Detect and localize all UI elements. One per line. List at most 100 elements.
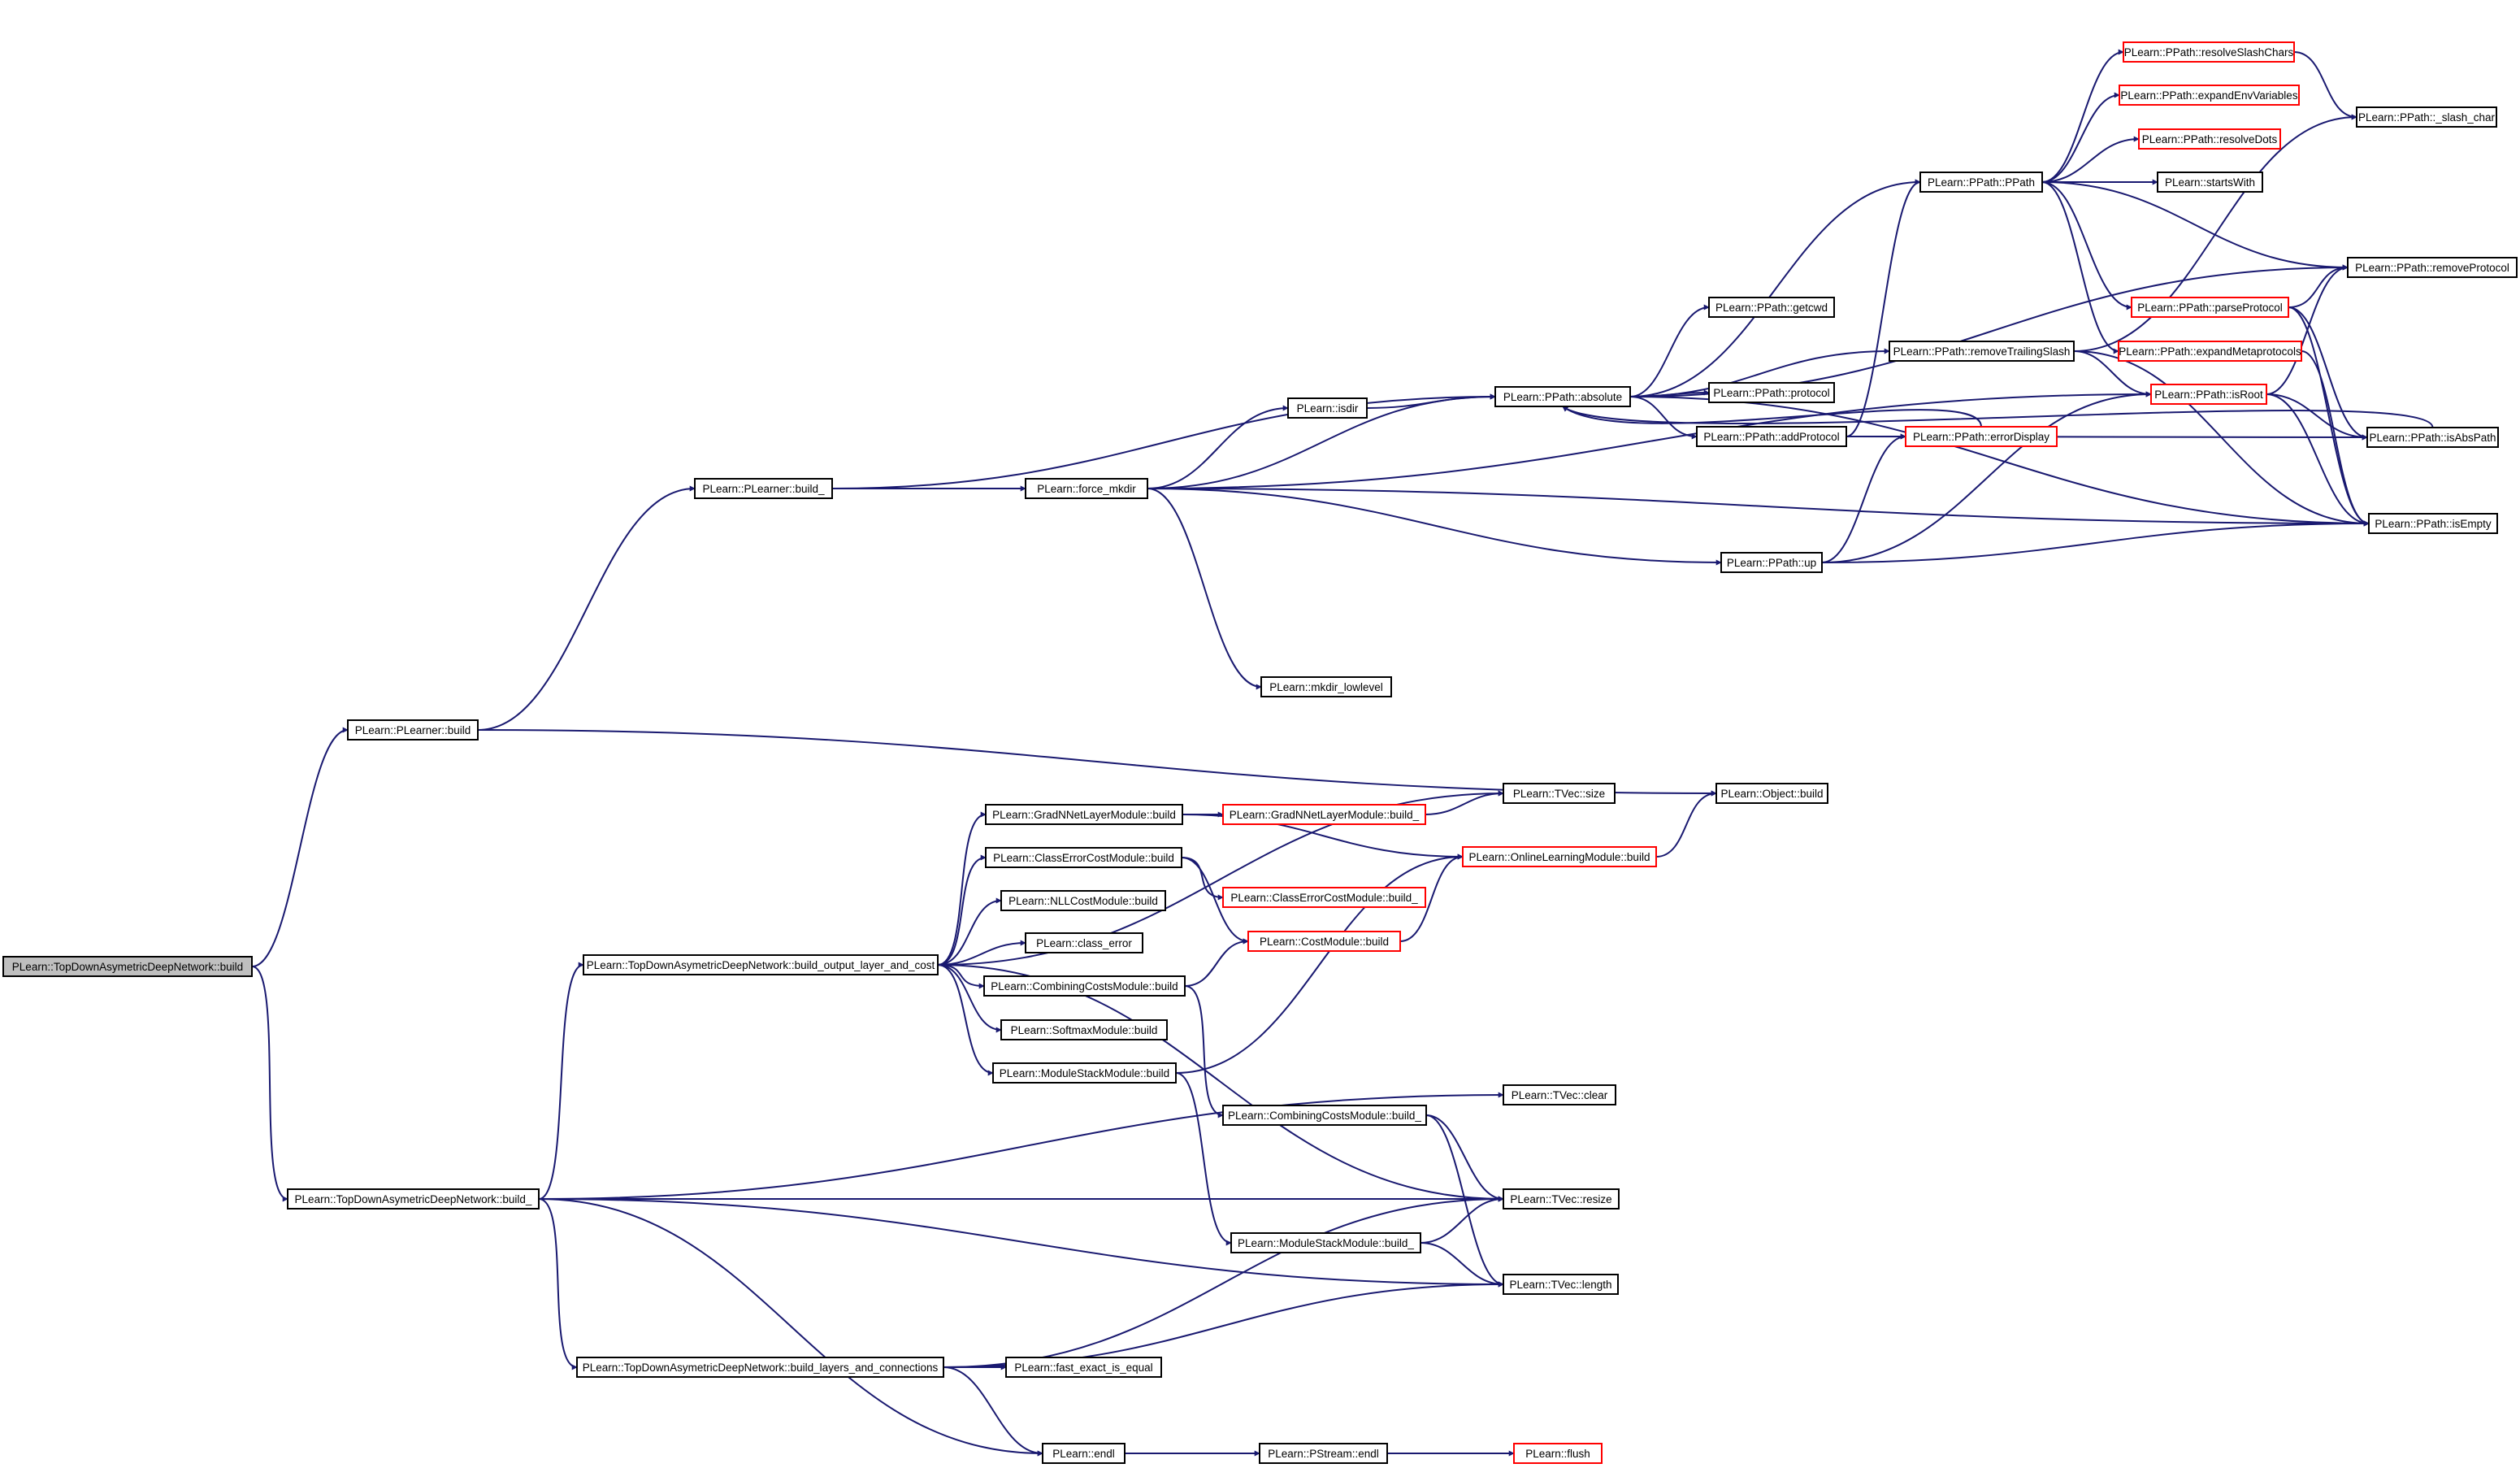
node-label: PLearn::ClassErrorCostModule::build_: [1230, 892, 1418, 904]
node-box: [1715, 783, 1828, 804]
node-box: [2118, 341, 2302, 362]
node-box: [1503, 783, 1616, 804]
node-plearn-ppath-ppath[interactable]: PLearn::PPath::PPath: [1919, 172, 2043, 193]
node-plearn-topdownasymetricdeepnetwork-build-output-layer-and-cost[interactable]: PLearn::TopDownAsymetricDeepNetwork::bui…: [583, 954, 939, 975]
edge-absolute-to-addprotocol: [1629, 396, 1698, 440]
node-plearn-ppath-up[interactable]: PLearn::PPath::up: [1720, 552, 1823, 573]
edge-combining_build_-to-tvec_resize: [1425, 1114, 1504, 1202]
edge-absolute-to-isempty: [1629, 396, 2370, 527]
node-plearn-topdownasymetricdeepnetwork-build-layers-and-connections[interactable]: PLearn::TopDownAsymetricDeepNetwork::bui…: [576, 1357, 944, 1378]
node-plearn-tvec-size[interactable]: PLearn::TVec::size: [1503, 783, 1616, 804]
node-plearn-topdownasymetricdeepnetwork-build[interactable]: PLearn::TopDownAsymetricDeepNetwork::bui…: [287, 1188, 540, 1210]
node-plearn-fast-exact-is-equal[interactable]: PLearn::fast_exact_is_equal: [1005, 1357, 1162, 1378]
node-plearn-ppath-removeprotocol[interactable]: PLearn::PPath::removeProtocol: [2347, 257, 2518, 278]
edge-modulestack_build_-to-tvec_length: [1420, 1242, 1504, 1288]
node-label: PLearn::force_mkdir: [1037, 483, 1136, 495]
node-plearn-ppath-resolveslashchars[interactable]: PLearn::PPath::resolveSlashChars: [2123, 41, 2295, 63]
edge-force_mkdir-to-isdir: [1147, 405, 1289, 489]
node-plearn-ppath-isempty[interactable]: PLearn::PPath::isEmpty: [2368, 513, 2498, 534]
node-label: PLearn::CombiningCostsModule::build_: [1228, 1110, 1421, 1122]
node-box: [1042, 1443, 1126, 1464]
node-box: [1494, 386, 1631, 407]
node-plearn-plearner-build[interactable]: PLearn::PLearner::build: [347, 719, 479, 741]
node-plearn-gradnnetlayermodule-build[interactable]: PLearn::GradNNetLayerModule::build_: [1222, 804, 1426, 825]
node-plearn-class-error[interactable]: PLearn::class_error: [1025, 932, 1143, 953]
edge-ppath-to-expandenvvariables: [2041, 92, 2120, 183]
node-plearn-ppath-slash-char[interactable]: PLearn::PPath::_slash_char: [2356, 106, 2497, 128]
node-plearn-ppath-isabspath[interactable]: PLearn::PPath::isAbsPath: [2366, 427, 2499, 448]
node-plearn-costmodule-build[interactable]: PLearn::CostModule::build: [1247, 931, 1401, 952]
node-label: PLearn::class_error: [1036, 937, 1132, 949]
node-box: [1260, 676, 1392, 697]
node-plearn-nllcostmodule-build[interactable]: PLearn::NLLCostModule::build: [1000, 890, 1166, 911]
node-label: PLearn::ModuleStackModule::build_: [1238, 1237, 1414, 1249]
node-plearn-gradnnetlayermodule-build[interactable]: PLearn::GradNNetLayerModule::build: [985, 804, 1183, 825]
node-plearn-ppath-getcwd[interactable]: PLearn::PPath::getcwd: [1708, 297, 1835, 318]
node-label: PLearn::startsWith: [2165, 176, 2255, 189]
node-box: [287, 1188, 540, 1210]
node-plearn-ppath-addprotocol[interactable]: PLearn::PPath::addProtocol: [1696, 426, 1847, 447]
node-plearn-onlinelearningmodule-build[interactable]: PLearn::OnlineLearningModule::build: [1462, 846, 1657, 867]
node-plearn-startswith[interactable]: PLearn::startsWith: [2157, 172, 2263, 193]
node-box: [992, 1062, 1177, 1084]
node-label: PLearn::TVec::size: [1513, 788, 1605, 800]
node-label: PLearn::TVec::resize: [1510, 1193, 1611, 1205]
node-box: [985, 804, 1183, 825]
edge-root-to-tdadn_build_: [251, 966, 288, 1202]
node-plearn-ppath-isroot[interactable]: PLearn::PPath::isRoot: [2150, 384, 2267, 405]
edge-ppath_up-to-errordisplay: [1821, 433, 1906, 563]
node-box: [2123, 41, 2295, 63]
node-plearn-pstream-endl[interactable]: PLearn::PStream::endl: [1259, 1443, 1388, 1464]
node-plearn-topdownasymetricdeepnetwork-build[interactable]: PLearn::TopDownAsymetricDeepNetwork::bui…: [2, 956, 253, 977]
node-plearn-object-build[interactable]: PLearn::Object::build: [1715, 783, 1828, 804]
node-label: PLearn::PPath::expandMetaprotocols: [2119, 345, 2301, 358]
node-plearn-ppath-errordisplay[interactable]: PLearn::PPath::errorDisplay: [1905, 426, 2058, 447]
node-box: [694, 478, 833, 499]
node-plearn-modulestackmodule-build[interactable]: PLearn::ModuleStackModule::build_: [1230, 1232, 1421, 1253]
node-box: [1708, 382, 1835, 403]
edge-build_output-to-tvec_size: [937, 790, 1504, 966]
node-label: PLearn::mkdir_lowlevel: [1269, 681, 1383, 693]
node-label: PLearn::PPath::parseProtocol: [2137, 302, 2283, 314]
edge-online_build-to-object_build: [1655, 790, 1717, 858]
node-plearn-ppath-resolvedots[interactable]: PLearn::PPath::resolveDots: [2138, 128, 2281, 150]
node-plearn-classerrorcostmodule-build[interactable]: PLearn::ClassErrorCostModule::build_: [1222, 887, 1426, 908]
node-plearn-ppath-protocol[interactable]: PLearn::PPath::protocol: [1708, 382, 1835, 403]
edge-plearner_build-to-plearner_build_: [477, 485, 696, 731]
node-plearn-isdir[interactable]: PLearn::isdir: [1287, 397, 1368, 419]
node-plearn-ppath-parseprotocol[interactable]: PLearn::PPath::parseProtocol: [2131, 297, 2289, 318]
node-plearn-flush[interactable]: PLearn::flush: [1513, 1443, 1603, 1464]
node-plearn-tvec-length[interactable]: PLearn::TVec::length: [1503, 1274, 1619, 1295]
edge-ppath_up-to-isempty: [1821, 520, 2370, 563]
edge-ppath-to-parseprotocol: [2041, 181, 2132, 311]
node-plearn-tvec-resize[interactable]: PLearn::TVec::resize: [1503, 1188, 1620, 1210]
edge-removetrailingslash-to-slash_char: [2073, 114, 2357, 352]
node-plearn-classerrorcostmodule-build[interactable]: PLearn::ClassErrorCostModule::build: [985, 847, 1182, 868]
node-plearn-ppath-removetrailingslash[interactable]: PLearn::PPath::removeTrailingSlash: [1889, 341, 2075, 362]
edge-parseprotocol-to-isempty: [2288, 306, 2370, 527]
node-box: [347, 719, 479, 741]
edge-build_output-to-combining_build: [937, 964, 985, 989]
node-plearn-combiningcostsmodule-build[interactable]: PLearn::CombiningCostsModule::build_: [1222, 1105, 1427, 1126]
node-plearn-plearner-build[interactable]: PLearn::PLearner::build_: [694, 478, 833, 499]
node-plearn-endl[interactable]: PLearn::endl: [1042, 1443, 1126, 1464]
node-plearn-mkdir-lowlevel[interactable]: PLearn::mkdir_lowlevel: [1260, 676, 1392, 697]
node-label: PLearn::OnlineLearningModule::build: [1469, 851, 1650, 863]
node-label: PLearn::TVec::clear: [1512, 1089, 1608, 1101]
node-plearn-force-mkdir[interactable]: PLearn::force_mkdir: [1025, 478, 1148, 499]
edge-force_mkdir-to-mkdir_lowlevel: [1147, 488, 1262, 690]
node-label: PLearn::PPath::absolute: [1503, 391, 1622, 403]
node-label: PLearn::PLearner::build_: [702, 483, 825, 495]
node-plearn-softmaxmodule-build[interactable]: PLearn::SoftmaxModule::build: [1000, 1019, 1168, 1040]
node-box: [1000, 890, 1166, 911]
edge-tdadn_build_-to-tvec_length: [538, 1198, 1504, 1288]
node-plearn-ppath-absolute[interactable]: PLearn::PPath::absolute: [1494, 386, 1631, 407]
node-plearn-tvec-clear[interactable]: PLearn::TVec::clear: [1503, 1084, 1616, 1105]
node-plearn-ppath-expandmetaprotocols[interactable]: PLearn::PPath::expandMetaprotocols: [2118, 341, 2302, 362]
node-label: PLearn::GradNNetLayerModule::build: [992, 809, 1176, 821]
node-plearn-combiningcostsmodule-build[interactable]: PLearn::CombiningCostsModule::build: [983, 975, 1186, 997]
node-label: PLearn::PPath::protocol: [1713, 387, 1829, 399]
node-box: [1503, 1188, 1620, 1210]
node-plearn-modulestackmodule-build[interactable]: PLearn::ModuleStackModule::build: [992, 1062, 1177, 1084]
node-plearn-ppath-expandenvvariables[interactable]: PLearn::PPath::expandEnvVariables: [2119, 85, 2300, 106]
